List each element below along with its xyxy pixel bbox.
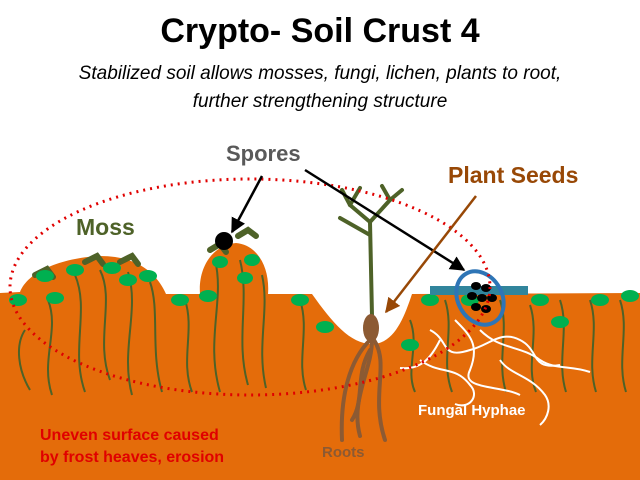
spores-label: Spores bbox=[226, 141, 301, 166]
uneven-surface-line-1: Uneven surface caused bbox=[40, 427, 219, 444]
spores-to-seeds-arrow bbox=[304, 168, 466, 272]
seed-cluster bbox=[467, 282, 497, 313]
plant-sprout bbox=[338, 184, 404, 318]
roots-label: Roots bbox=[322, 444, 365, 461]
moss-label: Moss bbox=[76, 214, 135, 240]
subtitle-line-2: further strengthening structure bbox=[192, 91, 448, 112]
slide-subtitle: Stabilized soil allows mosses, fungi, li… bbox=[20, 60, 620, 116]
crust-surface-bar bbox=[430, 286, 528, 295]
soil-mass bbox=[0, 243, 640, 480]
roots bbox=[339, 338, 387, 442]
subtitle-line-1: Stabilized soil allows mosses, fungi, li… bbox=[78, 63, 562, 84]
fungal-hyphae-label: Fungal Hyphae bbox=[418, 402, 526, 419]
plant-seeds-label: Plant Seeds bbox=[448, 162, 579, 188]
slide-title: Crypto- Soil Crust 4 bbox=[160, 12, 480, 50]
fungal-hyphae bbox=[399, 319, 591, 426]
spores-to-moss-arrow bbox=[230, 175, 264, 234]
seed-casing bbox=[454, 269, 506, 327]
moss-stems bbox=[18, 259, 627, 396]
uneven-surface-label: Uneven surface caused by frost heaves, e… bbox=[40, 425, 224, 469]
moss-leaves bbox=[9, 254, 639, 351]
spore-dot bbox=[215, 232, 233, 250]
germinating-seed bbox=[363, 314, 379, 342]
dotted-outline bbox=[8, 177, 492, 397]
seeds-to-sprout-arrow bbox=[385, 195, 477, 314]
uneven-surface-line-2: by frost heaves, erosion bbox=[40, 449, 225, 466]
